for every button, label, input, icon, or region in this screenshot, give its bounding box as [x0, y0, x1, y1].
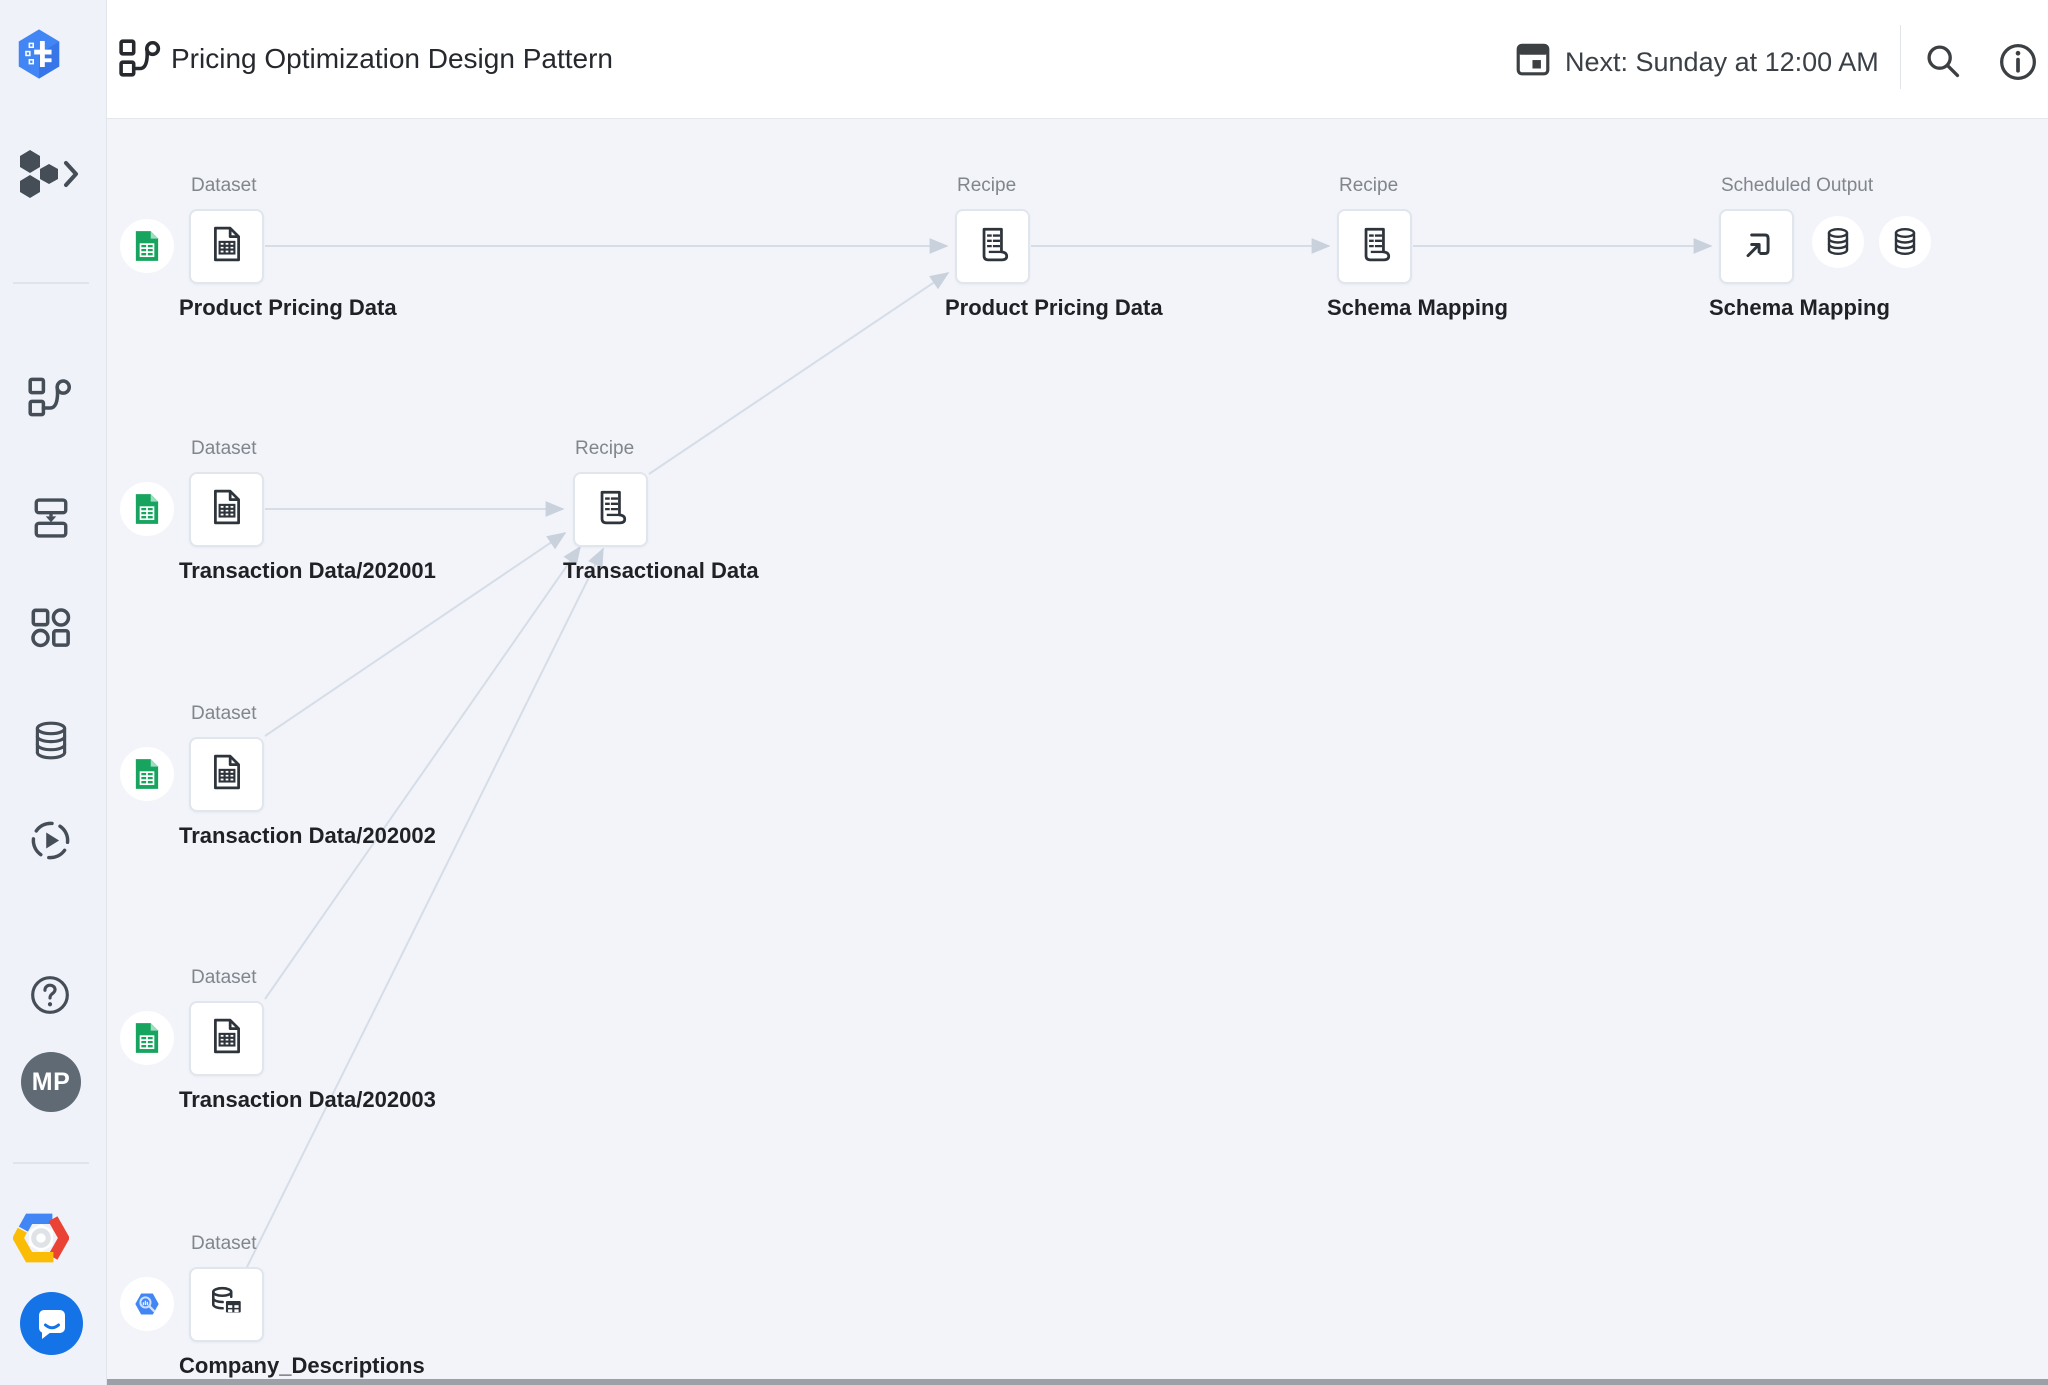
recipe-icon	[974, 225, 1012, 268]
google-sheets-icon	[120, 1011, 174, 1065]
dataset-card[interactable]	[189, 737, 264, 812]
node-title: Company_Descriptions	[179, 1353, 425, 1378]
sidebar-item-jobs[interactable]	[30, 498, 72, 538]
spreadsheet-file-icon	[208, 488, 246, 531]
spreadsheet-file-icon	[208, 225, 246, 268]
database-icon[interactable]	[1879, 216, 1931, 268]
node-title: Transaction Data/202001	[179, 558, 436, 583]
node-kind-label: Recipe	[1339, 175, 1399, 196]
node-kind-label: Dataset	[191, 703, 257, 724]
search-icon[interactable]	[1923, 41, 1963, 86]
node-kind-label: Dataset	[191, 967, 257, 988]
dataset-card[interactable]	[189, 472, 264, 547]
page-title: Pricing Optimization Design Pattern	[171, 43, 613, 74]
horizontal-scrollbar[interactable]	[107, 1379, 2048, 1385]
google-sheets-icon	[120, 747, 174, 801]
node-title: Schema Mapping	[1327, 295, 1508, 320]
node-title: Product Pricing Data	[179, 295, 397, 320]
sidebar-divider	[13, 282, 89, 284]
chat-bubble-icon[interactable]	[20, 1292, 83, 1355]
hexagon-cluster-icon[interactable]	[16, 148, 86, 200]
sidebar-item-library[interactable]	[30, 607, 72, 649]
google-sheets-icon	[120, 482, 174, 536]
publish-icon	[1738, 225, 1776, 268]
sidebar: MP	[0, 0, 107, 1385]
sidebar-item-flows[interactable]	[28, 377, 72, 417]
dataset-card[interactable]	[189, 1001, 264, 1076]
avatar[interactable]: MP	[21, 1052, 81, 1112]
sidebar-divider	[13, 1162, 89, 1164]
recipe-card[interactable]	[573, 472, 648, 547]
google-sheets-icon	[120, 219, 174, 273]
sidebar-item-connections[interactable]	[29, 719, 73, 763]
node-kind-label: Recipe	[575, 438, 635, 459]
header-divider	[1900, 25, 1901, 89]
node-title: Schema Mapping	[1709, 295, 1890, 320]
node-kind-label: Dataset	[191, 175, 257, 196]
spreadsheet-file-icon	[208, 753, 246, 796]
avatar-initials: MP	[31, 1067, 71, 1096]
node-title: Transactional Data	[563, 558, 759, 583]
node-title: Product Pricing Data	[945, 295, 1163, 320]
node-kind-label: Recipe	[957, 175, 1017, 196]
dataset-card[interactable]	[189, 209, 264, 284]
scheduled-output-card[interactable]	[1719, 209, 1794, 284]
header: Pricing Optimization Design Pattern Next…	[107, 0, 2048, 119]
bigquery-table-icon	[208, 1283, 246, 1326]
calendar-icon	[1515, 40, 1551, 83]
bigquery-icon	[120, 1277, 174, 1331]
node-title: Transaction Data/202002	[179, 823, 436, 848]
recipe-icon	[1356, 225, 1394, 268]
schedule-chip[interactable]: Next: Sunday at 12:00 AM	[1515, 40, 1879, 83]
recipe-icon	[592, 488, 630, 531]
flow-icon	[119, 38, 161, 83]
node-kind-label: Dataset	[191, 438, 257, 459]
node-kind-label: Scheduled Output	[1721, 175, 1874, 196]
node-title: Transaction Data/202003	[179, 1087, 436, 1112]
node-kind-label: Dataset	[191, 1233, 257, 1254]
flow-canvas[interactable]: Dataset	[107, 119, 2048, 1385]
sidebar-item-run-history[interactable]	[28, 818, 73, 863]
recipe-card[interactable]	[1337, 209, 1412, 284]
recipe-card[interactable]	[955, 209, 1030, 284]
sidebar-item-help[interactable]	[29, 974, 71, 1016]
dataset-card[interactable]	[189, 1267, 264, 1342]
database-icon[interactable]	[1812, 216, 1864, 268]
google-cloud-logo[interactable]	[13, 1210, 69, 1266]
flow-edges	[246, 238, 1713, 1268]
schedule-text: Next: Sunday at 12:00 AM	[1565, 46, 1879, 77]
info-icon[interactable]	[1997, 41, 2039, 88]
dataprep-logo[interactable]	[12, 24, 66, 84]
spreadsheet-file-icon	[208, 1017, 246, 1060]
